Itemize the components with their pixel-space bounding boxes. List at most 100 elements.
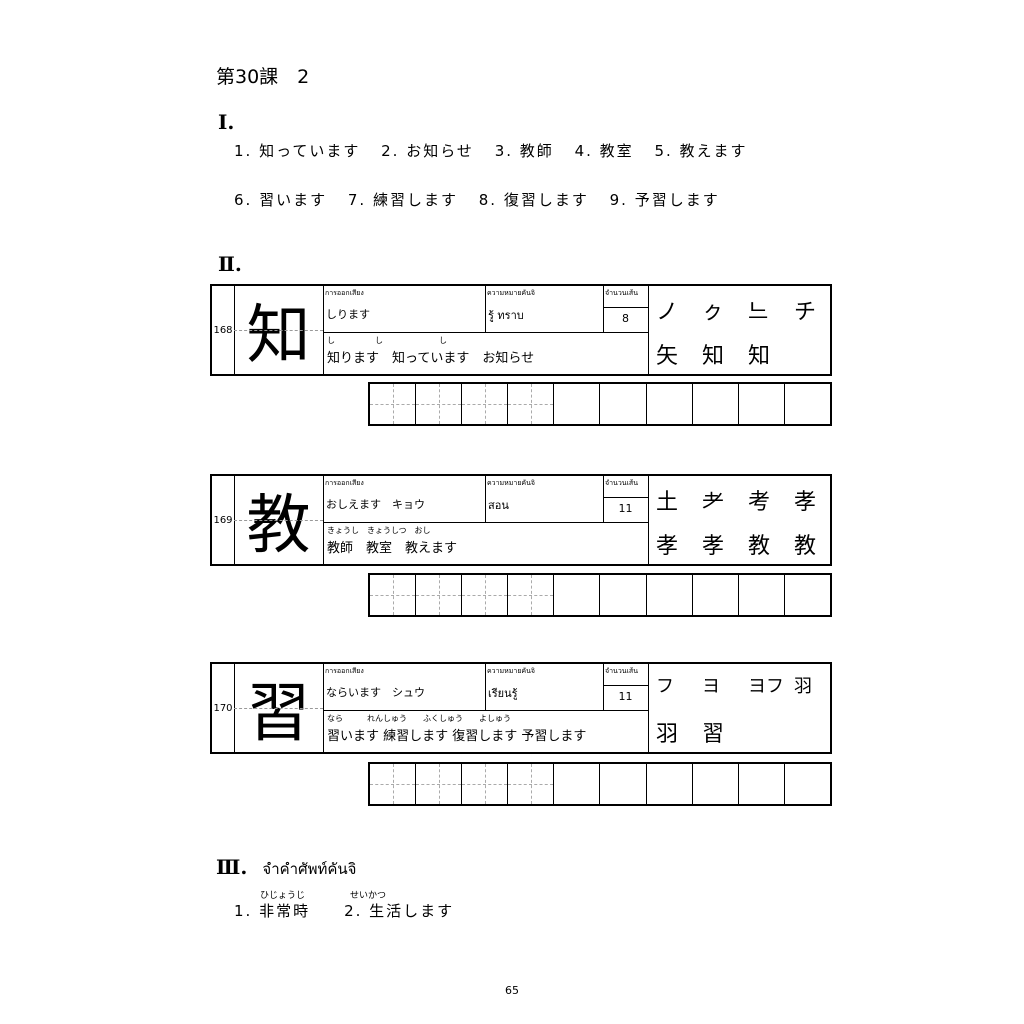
practice-cell[interactable]: [370, 384, 417, 424]
stroke-step: ヨフ: [748, 676, 784, 697]
practice-cell[interactable]: [416, 575, 463, 615]
reading-header: การออกเสียง: [325, 479, 364, 487]
vocab-item: 5. 教えます: [654, 142, 748, 160]
practice-cell[interactable]: [693, 764, 739, 804]
practice-cell[interactable]: [600, 575, 647, 615]
practice-cell[interactable]: [785, 384, 830, 424]
furigana: ひじょうじ せいかつ: [260, 891, 387, 901]
practice-cell[interactable]: [647, 384, 693, 424]
practice-cell[interactable]: [554, 764, 601, 804]
stroke-step: 矢: [656, 344, 679, 369]
stroke-step: 土: [656, 490, 679, 515]
strokes-header: จำนวนเส้น: [603, 286, 648, 308]
practice-cell[interactable]: [554, 384, 601, 424]
stroke-step: フ: [656, 676, 674, 697]
practice-grid-170: [368, 762, 832, 806]
kanji-number: 169: [212, 476, 235, 564]
strokes-value: 11: [618, 502, 633, 515]
stroke-step: 教: [748, 534, 771, 559]
practice-cell[interactable]: [739, 575, 785, 615]
section-3-heading-row: Ⅲ. จำคำศัพท์คันจิ: [216, 855, 356, 881]
stroke-step: 孝: [794, 490, 817, 515]
kanji-card-170: 170 習 การออกเสียง ならいます シュウ ความหมายคันจิ…: [210, 662, 832, 754]
reading-value: おしえます キョウ: [326, 498, 425, 511]
practice-cell[interactable]: [508, 764, 555, 804]
practice-cell[interactable]: [739, 384, 785, 424]
practice-cell[interactable]: [785, 575, 830, 615]
stroke-step: ヨ: [702, 676, 720, 697]
kanji-character: 習: [246, 677, 311, 751]
practice-cell[interactable]: [739, 764, 785, 804]
stroke-step: 羽: [656, 722, 679, 747]
lesson-title: 第30課 2: [216, 66, 310, 88]
practice-cell[interactable]: [370, 764, 417, 804]
stroke-step: 教: [794, 534, 817, 559]
furigana: なら れんしゅう ふくしゅう よしゅう: [327, 714, 511, 723]
kanji-info: การออกเสียง おしえます キョウ ความหมายคันจิสอน จำ…: [323, 476, 649, 564]
stroke-step: 知: [748, 344, 771, 369]
stroke-step: 知: [702, 344, 725, 369]
practice-cell[interactable]: [785, 764, 830, 804]
kanji-card-168: 168 知 การออกเสียง しります ความหมายคันจิรู้ ท…: [210, 284, 832, 376]
meaning-header: ความหมายคันจิ: [487, 667, 535, 675]
strokes-header: จำนวนเส้น: [603, 476, 648, 498]
example-words: 習います 練習します 復習します 予習します: [327, 729, 587, 744]
kanji-large: 教: [234, 476, 324, 564]
meaning-value: สอน: [488, 499, 509, 512]
practice-cell[interactable]: [416, 384, 463, 424]
vocab-item: 6. 習います: [234, 191, 328, 209]
stroke-order: ノ ㇰ 느 チ 矢 知 知: [648, 286, 830, 374]
section-3-subtitle: จำคำศัพท์คันจิ: [262, 860, 357, 878]
practice-cell[interactable]: [508, 575, 555, 615]
example-words: 教師 教室 教えます: [327, 541, 458, 556]
example-words: 知ります 知っています お知らせ: [327, 351, 535, 366]
kanji-number: 170: [212, 664, 235, 752]
practice-cell[interactable]: [554, 575, 601, 615]
stroke-order: 土 耂 考 孝 孝 孝 教 教: [648, 476, 830, 564]
meaning-header: ความหมายคันจิ: [487, 479, 535, 487]
practice-cell[interactable]: [370, 575, 417, 615]
reading-header: การออกเสียง: [325, 667, 364, 675]
stroke-step: 耂: [702, 490, 725, 515]
practice-cell[interactable]: [647, 764, 693, 804]
practice-cell[interactable]: [693, 384, 739, 424]
vocab-item: 3. 教師: [494, 142, 554, 160]
kanji-character: 知: [246, 299, 311, 373]
practice-cell[interactable]: [416, 764, 463, 804]
vocab-item: 8. 復習します: [478, 191, 589, 209]
practice-cell[interactable]: [600, 384, 647, 424]
practice-cell[interactable]: [600, 764, 647, 804]
section-1-line-2: 6. 習います 7. 練習します 8. 復習します 9. 予習します: [234, 189, 734, 210]
practice-grid-169: [368, 573, 832, 617]
kanji-vocab-line: 1. 非常時 2. 生活します: [234, 902, 455, 920]
stroke-step: ノ: [656, 300, 679, 325]
strokes-value: 11: [618, 690, 633, 703]
vocab-item: 4. 教室: [574, 142, 634, 160]
reading-header: การออกเสียง: [325, 289, 364, 297]
stroke-step: チ: [794, 300, 817, 325]
kanji-number: 168: [212, 286, 235, 374]
stroke-step: 習: [702, 722, 725, 747]
kanji-info: การออกเสียง しります ความหมายคันจิรู้ ทราบ จำ…: [323, 286, 649, 374]
practice-cell[interactable]: [462, 384, 509, 424]
meaning-value: รู้ ทราบ: [488, 309, 524, 322]
practice-cell[interactable]: [693, 575, 739, 615]
page-number: 65: [505, 984, 519, 997]
section-1-line-1: 1. 知っています 2. お知らせ 3. 教師 4. 教室 5. 教えます: [234, 140, 762, 161]
vocab-item: 1. 知っています: [234, 142, 361, 160]
practice-cell[interactable]: [462, 764, 509, 804]
reading-value: ならいます シュウ: [326, 686, 425, 699]
kanji-large: 習: [234, 664, 324, 752]
kanji-character: 教: [246, 489, 311, 563]
practice-cell[interactable]: [647, 575, 693, 615]
stroke-step: 孝: [656, 534, 679, 559]
reading-value: しります: [326, 308, 370, 321]
practice-cell[interactable]: [508, 384, 555, 424]
stroke-step: 考: [748, 490, 771, 515]
stroke-order: フ ヨ ヨフ 羽 羽 習: [648, 664, 830, 752]
practice-cell[interactable]: [462, 575, 509, 615]
strokes-value: 8: [622, 312, 629, 325]
meaning-header: ความหมายคันจิ: [487, 289, 535, 297]
vocab-item: 7. 練習します: [347, 191, 458, 209]
section-2-heading: Ⅱ.: [218, 252, 242, 276]
